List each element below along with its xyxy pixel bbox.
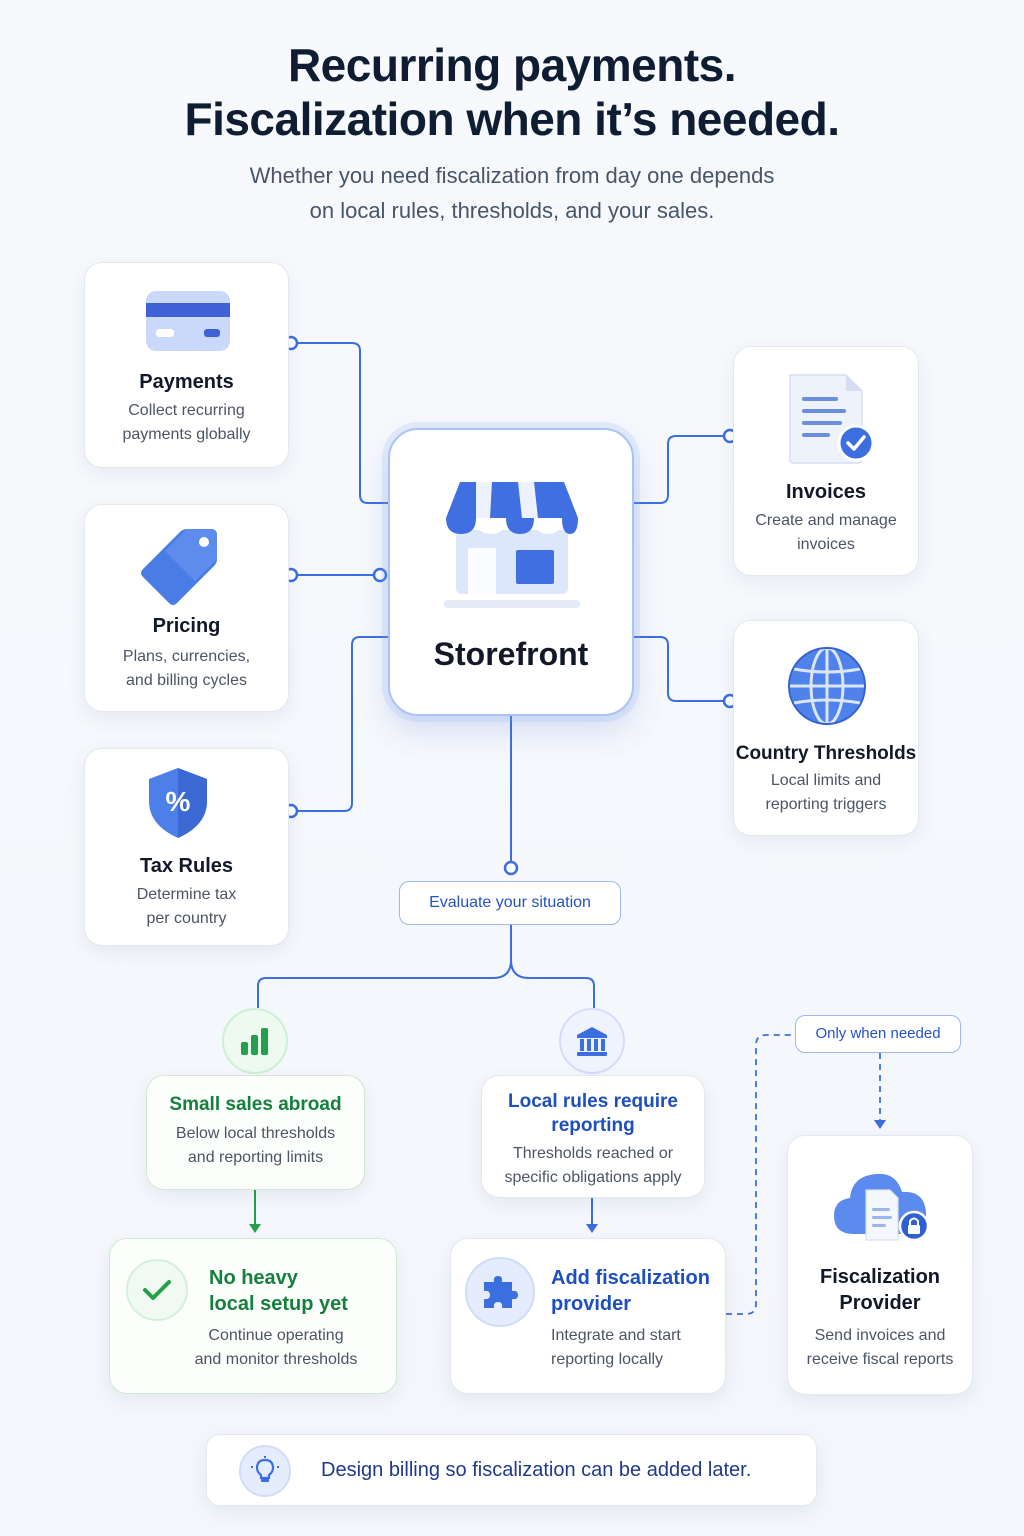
subtitle-line-2: on local rules, thresholds, and your sal… [309,198,715,223]
pricing-card[interactable]: Pricing Plans, currencies, and billing c… [84,504,289,712]
connector-evaluate-down [257,924,512,1008]
add-provider-title: Add fiscalization provider [551,1267,710,1315]
title-line-2: Fiscalization when it’s needed. [184,93,840,145]
small-sales-card[interactable]: Small sales abroad Below local threshold… [146,1075,365,1190]
page-title: Recurring payments. Fiscalization when i… [0,38,1024,146]
arrowhead-dashed [874,1120,886,1129]
tax-rules-card[interactable]: % Tax Rules Determine tax per country [84,748,289,946]
no-heavy-setup-card[interactable]: No heavy local setup yet Continue operat… [109,1238,397,1394]
connector-tax [291,636,390,812]
connector-payments [291,342,390,504]
tax-rules-desc: Determine tax per country [136,886,237,927]
country-thresholds-title: Country Thresholds [735,743,917,764]
no-heavy-setup-title: No heavy local setup yet [209,1267,348,1315]
fiscalization-provider-title: Fiscalization Provider [819,1266,941,1314]
connector-thresholds [634,636,730,702]
invoices-title: Invoices [785,481,867,503]
svg-text:%: % [166,786,191,817]
arrowhead-blue [586,1224,598,1233]
invoice-check-icon [789,374,875,464]
footer-text: Design billing so fiscalization can be a… [321,1459,752,1481]
add-provider-card[interactable]: Add fiscalization provider Integrate and… [450,1238,726,1394]
local-rules-card[interactable]: Local rules require reporting Thresholds… [481,1075,705,1198]
bank-icon-wrap [559,1008,625,1074]
percent-shield-icon: % [149,768,207,838]
price-tag-icon [141,529,217,605]
local-rules-title: Local rules require reporting [507,1091,678,1136]
lightbulb-icon-wrap [239,1445,291,1497]
pricing-desc: Plans, currencies, and billing cycles [122,648,251,689]
credit-card-icon [146,291,230,351]
title-line-1: Recurring payments. [287,39,737,91]
arrowhead-green [249,1224,261,1233]
only-when-needed-pill: Only when needed [795,1015,961,1053]
country-thresholds-desc: Local limits and reporting triggers [765,772,887,813]
storefront-title: Storefront [433,636,589,672]
footer-banner: Design billing so fiscalization can be a… [206,1434,817,1506]
bank-icon [577,1027,607,1056]
tax-rules-title: Tax Rules [140,855,233,877]
payments-title: Payments [139,371,234,393]
subtitle-line-1: Whether you need fiscalization from day … [249,163,775,188]
fiscalization-provider-desc: Send invoices and receive fiscal reports [806,1327,954,1368]
payments-desc: Collect recurring payments globally [122,402,251,443]
puzzle-icon [484,1276,518,1308]
invoices-card[interactable]: Invoices Create and manage invoices [733,346,919,576]
local-rules-desc: Thresholds reached or specific obligatio… [504,1145,682,1186]
payments-card[interactable]: Payments Collect recurring payments glob… [84,262,289,468]
page-subtitle: Whether you need fiscalization from day … [0,158,1024,228]
connector-dashed-provider [726,1034,795,1315]
lightbulb-icon [251,1456,279,1482]
invoices-desc: Create and manage invoices [755,512,897,553]
bar-chart-icon-wrap [222,1008,288,1074]
evaluate-pill[interactable]: Evaluate your situation [399,881,621,925]
small-sales-desc: Below local thresholds and reporting lim… [175,1125,336,1166]
pricing-title: Pricing [152,615,221,637]
no-heavy-setup-desc: Continue operating and monitor threshold… [194,1327,358,1368]
fiscalization-provider-card[interactable]: Fiscalization Provider Send invoices and… [787,1135,973,1395]
globe-icon [788,646,866,726]
cloud-lock-icon [834,1173,930,1242]
connector-invoices [634,435,730,504]
puzzle-icon-wrap [465,1257,535,1327]
add-provider-desc: Integrate and start reporting locally [551,1327,681,1368]
checkmark-icon-wrap [126,1259,188,1321]
bar-chart-icon [241,1028,268,1055]
connector-evaluate-right [510,959,595,1008]
storefront-icon [444,482,580,608]
checkmark-icon [143,1280,171,1300]
country-thresholds-card[interactable]: Country Thresholds Local limits and repo… [733,620,919,836]
small-sales-title: Small sales abroad [169,1094,342,1115]
storefront-card[interactable]: Storefront [388,428,634,716]
